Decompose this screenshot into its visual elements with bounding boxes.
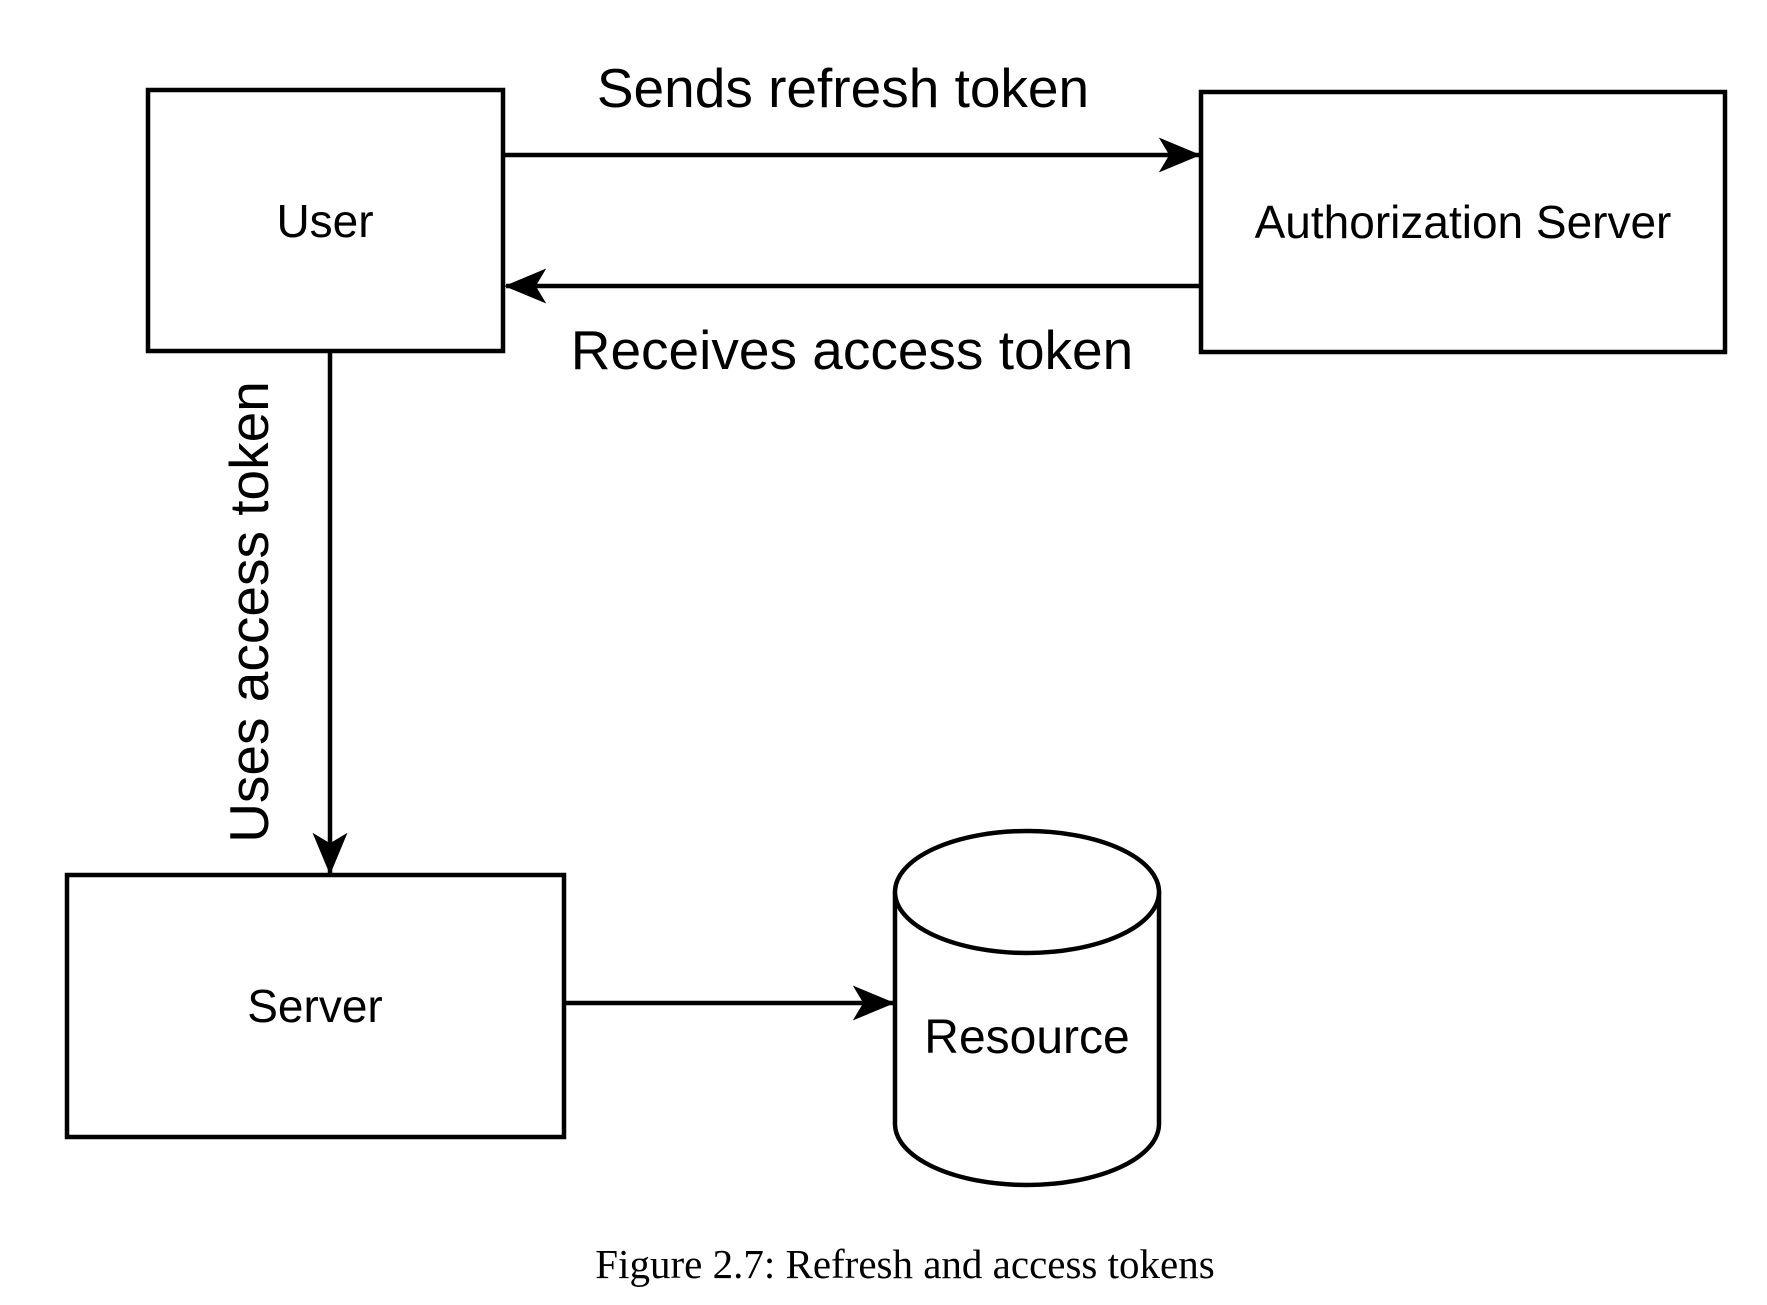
node-server-label: Server	[247, 980, 382, 1032]
node-user-box	[145, 87, 506, 354]
edge-label-uses-access-token: Uses access token	[218, 381, 280, 843]
node-authorization-server-box	[1198, 89, 1728, 355]
node-user-label: User	[276, 195, 373, 247]
node-resource-cylinder	[892, 828, 1162, 1188]
node-authorization-server-label: Authorization Server	[1255, 196, 1672, 248]
figure-caption: Figure 2.7: Refresh and access tokens	[595, 1241, 1214, 1287]
cylinder-body	[892, 892, 1162, 1188]
edge-label-receives-access-token: Receives access token	[571, 319, 1134, 381]
node-server-box	[64, 872, 567, 1140]
cylinder-top	[892, 828, 1162, 956]
node-resource-label: Resource	[924, 1011, 1129, 1064]
edge-label-sends-refresh-token: Sends refresh token	[597, 57, 1089, 119]
